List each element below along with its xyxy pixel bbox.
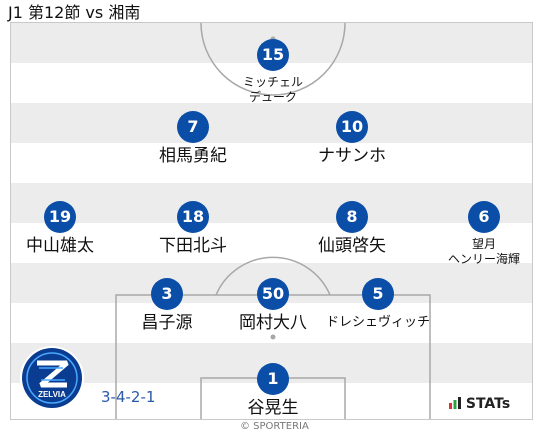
player-6[interactable]: 6 望月 ヘンリー海輝 [419,201,532,266]
player-7[interactable]: 7 相馬勇紀 [128,111,258,166]
player-8[interactable]: 8 仙頭啓矢 [287,201,417,256]
player-1[interactable]: 1 谷晃生 [208,363,338,418]
player-18[interactable]: 18 下田北斗 [128,201,258,256]
stats-bars-icon [449,397,461,409]
player-number: 15 [257,39,289,71]
player-name: 中山雄太 [26,236,94,256]
player-number: 7 [177,111,209,143]
player-number: 5 [362,278,394,310]
stats-logo: STATs [449,396,510,412]
player-number: 50 [257,278,289,310]
player-name: ナサンホ [318,146,386,166]
player-name: 谷晃生 [247,398,299,418]
player-name: 岡村大八 [239,313,307,333]
player-name-line: 望月 [471,237,496,251]
player-number: 19 [44,201,76,233]
player-number: 6 [468,201,500,233]
copyright: © SPORTERIA [240,421,309,432]
player-10[interactable]: 10 ナサンホ [287,111,417,166]
player-50[interactable]: 50 岡村大八 [208,278,338,333]
pitch: 15 ミッチェル デューク 7 相馬勇紀 10 ナサンホ 19 中山雄太 18 … [10,22,533,420]
player-number: 3 [151,278,183,310]
emblem-text: ZELVIA [38,390,66,399]
player-name-line: デューク [248,90,297,104]
player-name: ドレシェヴィッチ [325,315,430,330]
match-title: J1 第12節 vs 湘南 [8,3,141,22]
player-name: 昌子源 [141,313,193,333]
formation-label: 3-4-2-1 [101,388,156,406]
pitch-stripe [11,183,532,223]
pitch-stripe [11,103,532,143]
player-name: 相馬勇紀 [159,146,227,166]
player-number: 18 [177,201,209,233]
player-19[interactable]: 19 中山雄太 [11,201,125,256]
player-name-line: ミッチェル [242,75,303,89]
player-name-line: ヘンリー海輝 [447,252,520,266]
player-number: 1 [257,363,289,395]
player-name: 仙頭啓矢 [318,236,386,256]
player-15[interactable]: 15 ミッチェル デューク [208,39,338,104]
stats-logo-text: STATs [465,396,511,412]
club-emblem-icon: ZELVIA [20,346,84,410]
player-5[interactable]: 5 ドレシェヴィッチ [313,278,443,330]
player-3[interactable]: 3 昌子源 [102,278,232,333]
player-name: 下田北斗 [159,236,227,256]
player-number: 8 [336,201,368,233]
player-number: 10 [336,111,368,143]
